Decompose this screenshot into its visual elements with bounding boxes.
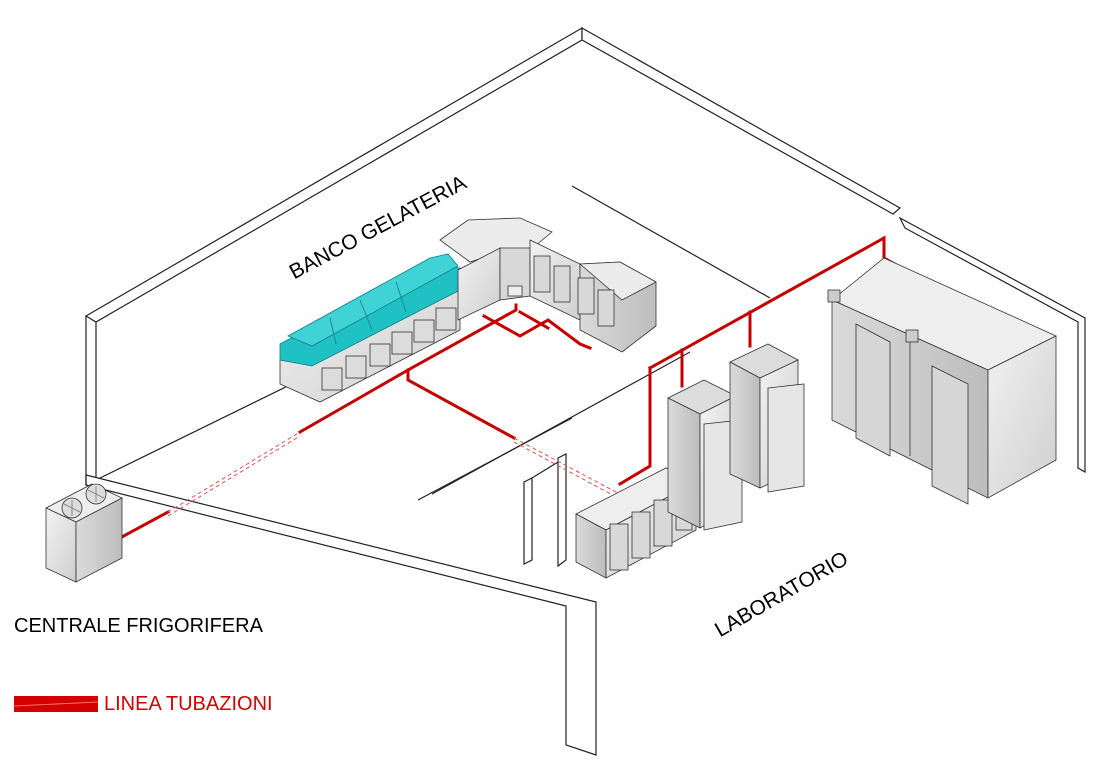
right-room-wall <box>898 216 1086 474</box>
room-walls <box>84 26 1086 756</box>
pipe-hidden-runs <box>167 431 651 517</box>
legend-swatch <box>14 696 98 712</box>
condensing-unit <box>45 483 123 583</box>
laboratorio-equipment <box>575 257 1057 579</box>
partition-wall <box>523 477 533 565</box>
banco-gelateria <box>279 217 657 403</box>
back-right-wall <box>581 26 902 215</box>
centrale-frigorifera-label: CENTRALE FRIGORIFERA <box>14 615 263 637</box>
legend-label: LINEA TUBAZIONI <box>104 693 273 715</box>
